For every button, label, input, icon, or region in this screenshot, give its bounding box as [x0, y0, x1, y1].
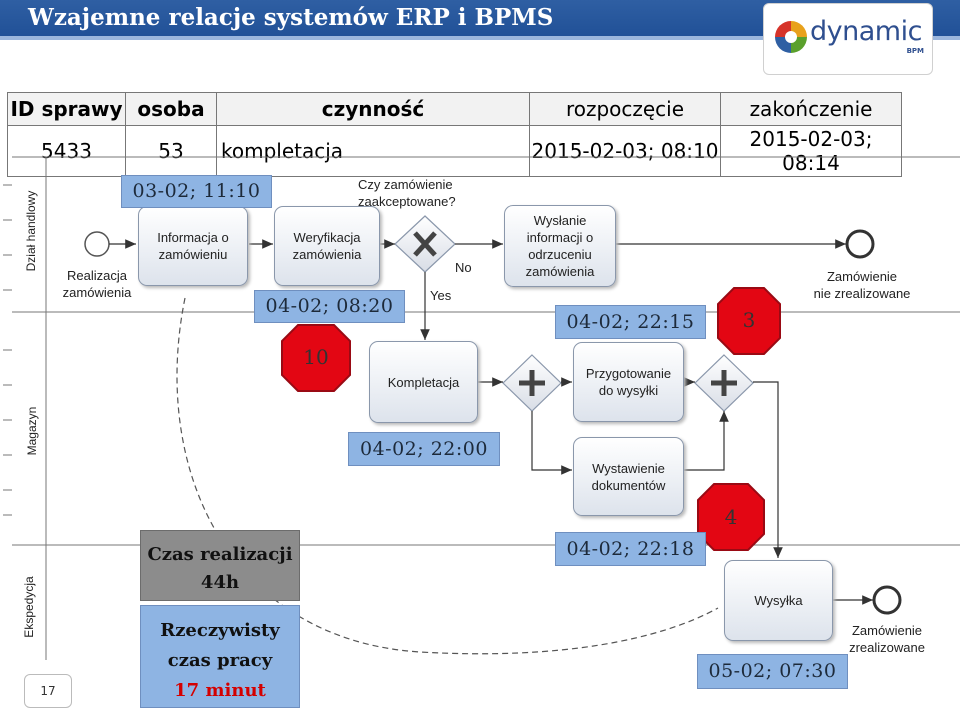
realization-time-box: Czas realizacji 44h [140, 530, 300, 601]
timestamp-label: 04-02; 22:18 [555, 532, 706, 566]
cell-rozpoczecie: 2015-02-03; 08:10 [529, 125, 721, 177]
realization-value: 44h [200, 572, 240, 593]
header-rozpoczecie: rozpoczęcie [529, 92, 721, 126]
actual-work-time-box: Rzeczywisty czas pracy 17 minut [140, 605, 300, 708]
end-event-rejected [845, 229, 875, 259]
logo-sub: BPM [906, 47, 924, 55]
end-done-label: Zamówienie zrealizowane [849, 623, 925, 655]
header-id: ID sprawy [7, 92, 126, 126]
timespan-dashed-curve [176, 297, 719, 655]
end-rejected-label: Zamówienie nie zrealizowane [813, 269, 911, 301]
timestamp-label: 04-02; 22:00 [348, 432, 500, 466]
task-wystawienie: Wystawienie dokumentów [573, 437, 684, 516]
task-kompletacja: Kompletacja [369, 341, 478, 423]
timestamp-label: 04-02; 22:15 [555, 305, 706, 339]
cell-zakonczenie: 2015-02-03; 08:14 [720, 125, 902, 177]
octagon-duration-3 [717, 287, 781, 355]
gateway-xor [394, 215, 456, 273]
start-event [84, 231, 110, 257]
header-zakonczenie: zakończenie [720, 92, 902, 126]
slide-title: Wzajemne relacje systemów ERP i BPMS [28, 4, 554, 31]
timestamp-label: 05-02; 07:30 [697, 654, 848, 689]
lane-label-magazyn: Magazyn [25, 406, 39, 456]
lane-label-dzial-handlowy: Dział handlowy [24, 190, 38, 272]
gateway-yes-label: Yes [430, 288, 452, 303]
actual-value: 17 minut [174, 680, 266, 701]
actual-label-1: Rzeczywisty [160, 620, 280, 641]
timestamp-label: 04-02; 08:20 [254, 290, 405, 323]
logo-name: dynamic [810, 16, 922, 47]
task-wysylka: Wysyłka [724, 560, 833, 641]
logo-globe-icon [775, 21, 807, 53]
flow-join-wysylka [753, 381, 783, 558]
page-number: 17 [24, 674, 72, 708]
gateway-question-label: Czy zamówienie zaakceptowane? [358, 177, 456, 209]
case-table-header: ID sprawy osoba czynność rozpoczęcie zak… [7, 92, 902, 126]
cell-id: 5433 [7, 125, 126, 177]
lane-label-ekspedycja: Ekspedycja [22, 576, 36, 638]
task-przygotowanie: Przygotowanie do wysyłki [573, 342, 684, 422]
header-czynnosc: czynność [216, 92, 530, 126]
realization-label: Czas realizacji [147, 544, 293, 565]
octagon-duration-4 [697, 483, 765, 551]
task-informacja: Informacja o zamówieniu [138, 206, 248, 286]
task-weryfikacja: Weryfikacja zamówienia [274, 206, 380, 286]
duration-value: 3 [742, 308, 756, 332]
cell-osoba: 53 [125, 125, 217, 177]
duration-value: 10 [303, 345, 329, 369]
flow-wystaw-join [684, 411, 729, 471]
duration-value: 4 [724, 505, 738, 529]
dynamic-bpm-logo: dynamic BPM [763, 3, 933, 75]
octagon-duration-10 [281, 324, 351, 392]
header-osoba: osoba [125, 92, 217, 126]
case-table: ID sprawy osoba czynność rozpoczęcie zak… [7, 92, 902, 177]
timestamp-label: 03-02; 11:10 [121, 175, 272, 208]
title-bar-underline [0, 36, 960, 40]
cell-czynnosc: kompletacja [216, 125, 530, 177]
end-event-done [872, 585, 902, 615]
gateway-no-label: No [455, 260, 472, 275]
gateway-parallel-split [502, 354, 562, 412]
actual-label-2: czas pracy [167, 650, 273, 671]
start-event-label: Realizacja zamówienia [62, 268, 132, 300]
gateway-parallel-join [694, 354, 754, 412]
flow-split-wystaw [531, 411, 572, 475]
table-row: 5433 53 kompletacja 2015-02-03; 08:10 20… [7, 125, 902, 177]
task-wyslanie-odrzucenia: Wysłanie informacji o odrzuceniu zamówie… [504, 205, 616, 287]
